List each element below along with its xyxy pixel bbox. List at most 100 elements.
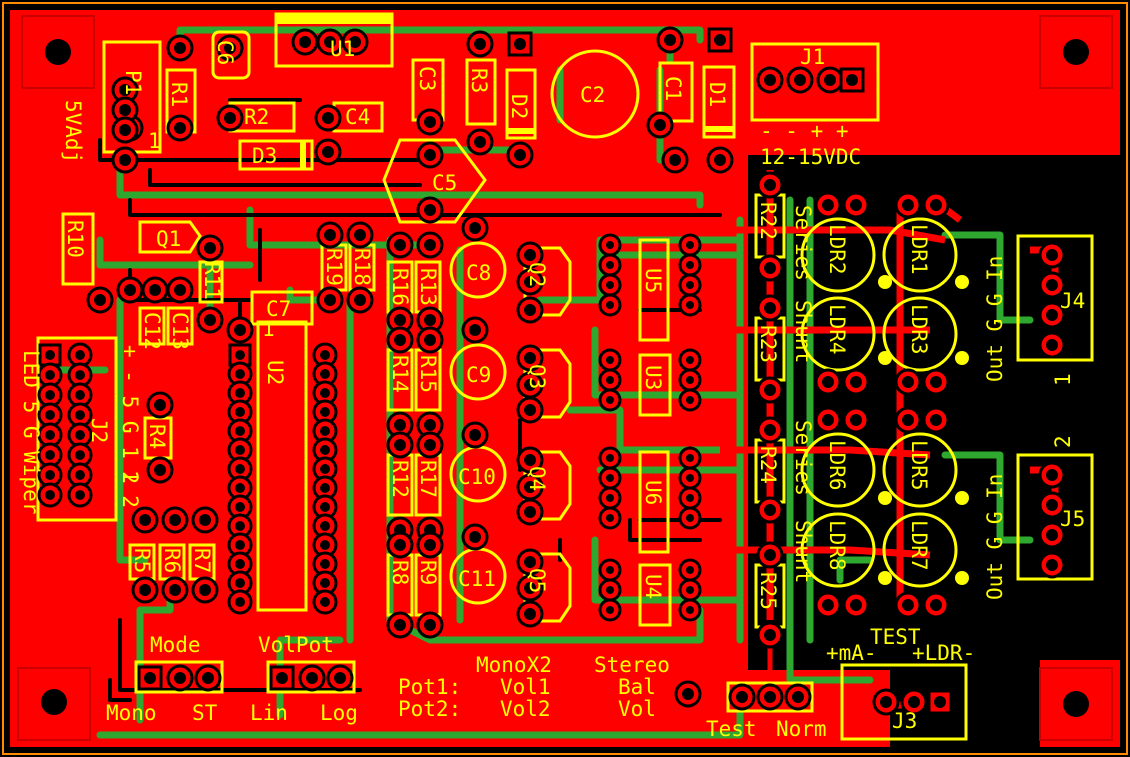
pad-hole [235, 597, 245, 607]
ref-u2: U2 [263, 360, 287, 385]
pad-hole [169, 514, 181, 526]
pad-hole [686, 241, 694, 249]
pad-hole [75, 410, 85, 420]
ref-r9: R9 [416, 560, 440, 585]
ref-ldr7: LDR7 [907, 520, 931, 571]
ref-ldr6: LDR6 [825, 440, 849, 491]
pad-hole [514, 38, 526, 50]
pad-hole [320, 483, 330, 493]
label-pot1: Pot1: [398, 675, 461, 699]
label-shunt1: Shunt [791, 300, 815, 363]
ref-d3: D3 [252, 144, 277, 168]
pad-hole [424, 619, 436, 631]
pad-hole [354, 294, 366, 306]
pad-hole [1046, 499, 1058, 511]
pad-hole [1046, 529, 1058, 541]
pad-hole [235, 350, 245, 360]
ref-r1: R1 [167, 82, 191, 107]
pad-hole [686, 494, 694, 502]
pad-hole [908, 696, 920, 708]
ref-c6: C6 [213, 40, 237, 65]
pad-hole [320, 578, 330, 588]
pad-hole [606, 606, 614, 614]
pad-hole [930, 199, 942, 211]
pad-hole [45, 410, 55, 420]
pad-hole [320, 502, 330, 512]
label-mono: Mono [106, 701, 157, 725]
ref-ldr1: LDR1 [907, 224, 931, 275]
pad-hole [469, 429, 481, 441]
pad-hole [524, 582, 536, 594]
label-shunt2: Shunt [791, 520, 815, 583]
pad-hole [669, 154, 681, 166]
label-mode: Mode [150, 633, 201, 657]
pad-hole [850, 414, 862, 426]
pad-hole [119, 104, 131, 116]
ref-r2: R2 [244, 105, 269, 129]
pad-hole [320, 407, 330, 417]
pad-hole [154, 464, 166, 476]
pad-hole [235, 502, 245, 512]
pad-hole [235, 407, 245, 417]
label-vol: Vol [618, 697, 656, 721]
pad-hole [276, 672, 288, 684]
pad-hole [235, 369, 245, 379]
pad-hole [1046, 469, 1058, 481]
pad-hole [736, 691, 748, 703]
pad-hole [606, 241, 614, 249]
pad-hole [45, 470, 55, 480]
ref-r16: R16 [388, 268, 412, 306]
pad-hole [45, 350, 55, 360]
pad-hole [234, 324, 246, 336]
pad-hole [524, 454, 536, 466]
pad-hole [354, 229, 366, 241]
pad-hole [75, 490, 85, 500]
pad-hole [306, 672, 318, 684]
pad-hole [174, 42, 186, 54]
ref-c1: C1 [661, 76, 685, 101]
mounting-holes [17, 15, 1113, 741]
pad-hole [324, 36, 336, 48]
ref-u3: U3 [641, 365, 665, 390]
pad-hole [235, 483, 245, 493]
pad-hole [524, 556, 536, 568]
pad-hole [764, 549, 776, 561]
pad-hole [45, 370, 55, 380]
pad-hole [514, 149, 526, 161]
label-bal: Bal [618, 675, 656, 699]
pad-hole [822, 414, 834, 426]
pad-hole [1046, 339, 1058, 351]
pad-hole [139, 514, 151, 526]
ref-r10: R10 [63, 220, 87, 258]
pad-hole [320, 445, 330, 455]
ref-d2: D2 [507, 94, 531, 119]
pad-hole [606, 376, 614, 384]
pad-hole [794, 74, 806, 86]
pad-hole [524, 481, 536, 493]
pad-hole [174, 122, 186, 134]
pad-hole [664, 34, 676, 46]
label-j5-pins: Out G G In [983, 474, 1007, 600]
label-j2-side1: + - 5 G 1 2 [118, 345, 142, 484]
pad-hole [934, 696, 946, 708]
pad-hole [394, 334, 406, 346]
ref-r17: R17 [416, 460, 440, 498]
ref-r7: R7 [190, 548, 214, 573]
pad-hole [930, 599, 942, 611]
pad-hole [75, 350, 85, 360]
pad-hole [149, 284, 161, 296]
pad-hole [606, 281, 614, 289]
pad-hole [424, 314, 436, 326]
pad-hole [524, 379, 536, 391]
pad-hole [394, 239, 406, 251]
pad-hole [1046, 559, 1058, 571]
ref-c11: C11 [458, 567, 496, 591]
pad-hole [902, 599, 914, 611]
label-vol2: Vol2 [500, 697, 551, 721]
pad-hole [320, 426, 330, 436]
pad-hole [169, 584, 181, 596]
pad-hole [235, 540, 245, 550]
ref-q2: Q2 [525, 262, 549, 287]
pad-hole [606, 566, 614, 574]
